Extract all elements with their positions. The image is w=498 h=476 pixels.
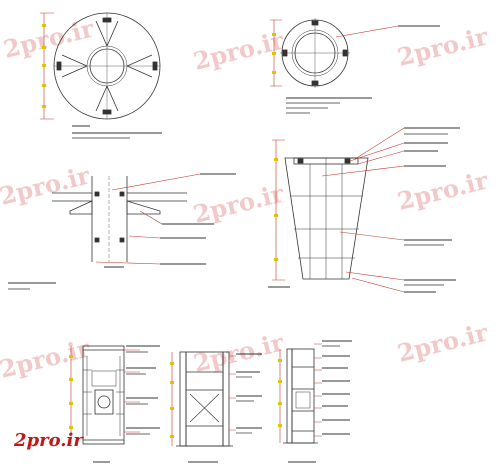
column-capital-section-caption xyxy=(286,97,372,114)
column-capital-section-leader xyxy=(335,25,440,38)
watermark: 2pro.ir xyxy=(0,160,93,210)
side-elevation-drawing xyxy=(283,348,318,444)
capital-detail-leaders xyxy=(95,173,236,265)
side-elevation-leaders xyxy=(314,340,352,437)
front-elevation-a-drawing xyxy=(82,345,125,445)
watermark: 2pro.ir xyxy=(190,178,286,228)
column-capital-section-drawing xyxy=(280,18,350,88)
watermark: 2pro.ir xyxy=(394,317,490,367)
capital-elevation-leaders xyxy=(321,127,460,293)
watermark: 2pro.ir xyxy=(0,13,96,63)
watermark: 2pro.ir xyxy=(394,165,490,215)
capital-detail-drawing xyxy=(52,176,187,262)
capital-elevation-drawing xyxy=(284,157,369,280)
site-logo: 2pro.ir xyxy=(13,430,84,451)
watermark: 2pro.ir xyxy=(0,333,93,383)
front-elevation-b-drawing xyxy=(176,351,233,447)
front-elevation-b-leaders xyxy=(229,353,262,434)
plan-view-drawing xyxy=(53,12,161,120)
column-capital-section-dimension xyxy=(270,19,282,87)
watermark: 2pro.ir xyxy=(190,327,286,377)
capital-elevation-dimension xyxy=(272,139,285,281)
capital-detail-captions xyxy=(8,266,124,290)
side-elevation-dimension xyxy=(278,349,282,443)
watermark-layer: 2pro.ir 2pro.ir 2pro.ir 2pro.ir 2pro.ir … xyxy=(0,13,491,383)
front-elevation-a-dimension xyxy=(69,346,73,444)
front-elevation-b-dimension xyxy=(170,352,174,446)
front-elevation-a-leaders xyxy=(124,345,160,435)
plan-view-caption xyxy=(72,125,162,139)
watermark: 2pro.ir xyxy=(394,21,490,71)
plan-view-dimension xyxy=(40,12,54,120)
watermark: 2pro.ir xyxy=(190,25,286,75)
